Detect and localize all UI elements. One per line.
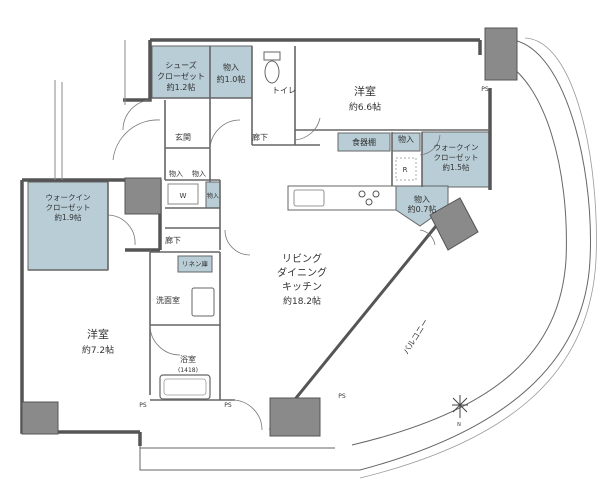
bathtub-icon <box>159 374 211 400</box>
fridge-space <box>395 157 417 181</box>
bathroom-label: 浴室 <box>180 354 196 364</box>
linen-fill <box>177 255 213 273</box>
western-room-1-size: 約6.6帖 <box>349 101 381 113</box>
hall-mid-label: 廊下 <box>165 235 181 245</box>
hall-top-label: 廊下 <box>252 132 268 142</box>
storage-kitchen-label: 物入 <box>398 134 414 144</box>
washer-label: W <box>180 192 187 200</box>
ldk-label-1: リビング <box>282 252 322 265</box>
vanity-icon <box>191 287 215 317</box>
pantry-label: 食器棚 <box>352 137 376 147</box>
sink <box>293 189 325 207</box>
thin-partitions <box>54 40 126 180</box>
ldk-size: 約18.2帖 <box>283 295 321 307</box>
storage-top-fill <box>209 45 253 99</box>
pantry-fill <box>337 132 391 152</box>
western-room-1-label: 洋室 <box>354 84 376 98</box>
storage-small-1-label: 物入 <box>169 169 183 178</box>
washer-space <box>167 183 199 205</box>
interior-walls <box>28 46 490 401</box>
door-swings <box>107 99 441 431</box>
pillars <box>21 27 518 437</box>
ps-bottom-right: PS <box>338 393 346 400</box>
ps-bottom-mid: PS <box>224 402 232 409</box>
walls <box>20 38 492 446</box>
fridge-label: R <box>403 166 408 174</box>
shoes-closet-label-1: シューズ <box>165 60 197 70</box>
bathroom-size: (1418) <box>178 367 198 374</box>
shoes-closet-size: 約1.2帖 <box>167 82 196 92</box>
north-label: N <box>457 422 461 428</box>
toilet-label: トイレ <box>272 86 296 95</box>
balcony-rail <box>359 37 597 479</box>
storage-kitchen-2-size: 約0.7帖 <box>408 204 437 214</box>
wic-right-size: 約1.5帖 <box>443 162 470 172</box>
walk-in-closet-left-fill <box>27 181 109 271</box>
shoes-closet-label-2: クローゼット <box>157 71 205 81</box>
wic-right-label-1: ウォークイン <box>434 143 479 152</box>
entrance-label: 玄関 <box>175 132 191 142</box>
storage-top-size: 約1.0帖 <box>217 74 246 84</box>
wic-right-label-2: クローゼット <box>434 152 479 162</box>
ldk-label-3: キッチン <box>282 281 322 293</box>
western-room-2-label: 洋室 <box>87 327 109 341</box>
toilet-icon <box>263 51 281 84</box>
shoes-closet-fill <box>151 45 211 99</box>
washroom-label: 洗面室 <box>156 295 180 305</box>
wic-left-size: 約1.9帖 <box>55 212 82 222</box>
wic-left-label-2: クローゼット <box>46 202 91 212</box>
north-arrow-icon <box>452 395 468 418</box>
western-room-2-size: 約7.2帖 <box>82 344 114 356</box>
walk-in-closet-right-fill <box>421 131 491 188</box>
balcony-outline <box>139 39 591 471</box>
ldk-label-2: ダイニング <box>277 266 327 279</box>
ps-bottom-left: PS <box>139 402 147 409</box>
storage-small-3-label: 物入 <box>207 192 219 200</box>
balcony-inner <box>351 59 567 446</box>
linen-label: リネン庫 <box>182 259 209 268</box>
storage-top-label: 物入 <box>223 62 239 72</box>
ps-top-right: PS <box>481 86 489 93</box>
storage-small-2-label: 物入 <box>192 169 206 178</box>
wic-left-label-1: ウォークイン <box>46 193 91 202</box>
stove-icon <box>358 190 380 206</box>
balcony-label: バルコニー <box>402 317 431 356</box>
storage-kitchen-2-label: 物入 <box>414 194 430 204</box>
